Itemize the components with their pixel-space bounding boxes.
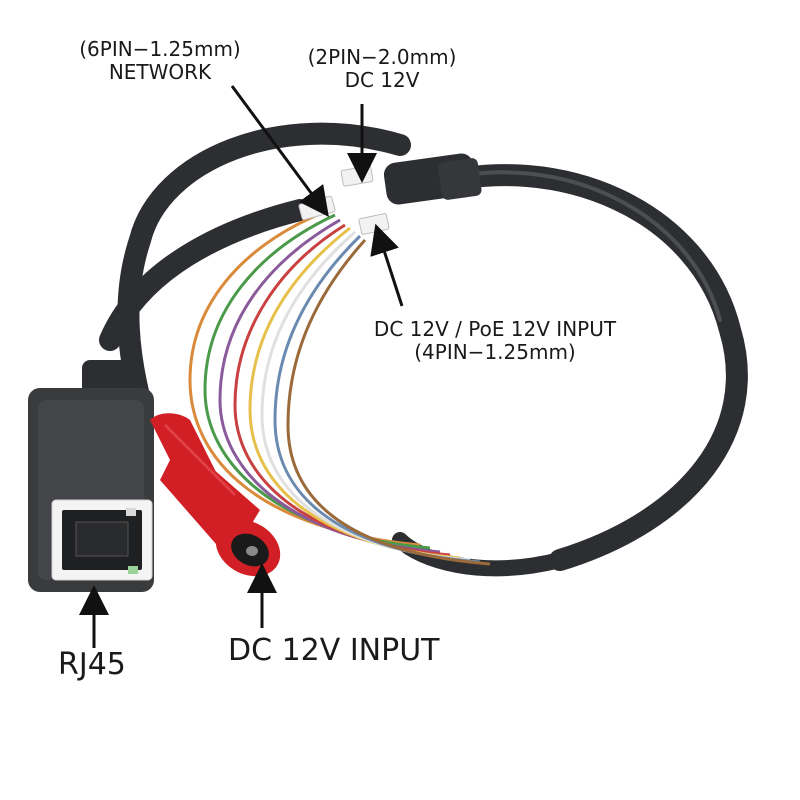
arrow-network	[230, 85, 329, 218]
dc-jack	[150, 413, 281, 577]
cable-highlight	[438, 170, 722, 322]
poe-pin-label: (4PIN−1.25mm)	[414, 340, 576, 364]
connector-4pin	[358, 213, 390, 235]
rj45-connector	[28, 360, 154, 592]
wire-bundle	[188, 208, 491, 566]
cable-loop-inner	[117, 122, 411, 411]
network-label: NETWORK	[108, 60, 212, 84]
dc-input-label: DC 12V INPUT	[228, 633, 440, 668]
dc-label-group: (2PIN−2.0mm) DC 12V	[292, 46, 472, 92]
cable-loop-outer	[419, 164, 748, 571]
poe-input-label: DC 12V / PoE 12V INPUT	[373, 317, 617, 341]
dc-pin-label: (2PIN−2.0mm)	[307, 45, 457, 69]
arrow-poe-input	[370, 223, 404, 307]
dc-12v-label: DC 12V	[344, 68, 420, 92]
cable-boot-ribs	[438, 158, 482, 200]
cable-to-rj45	[99, 199, 311, 351]
rj45-label: RJ45	[58, 647, 126, 682]
connector-2pin	[340, 165, 374, 187]
network-label-group: (6PIN−1.25mm) NETWORK	[60, 38, 260, 84]
network-pin-label: (6PIN−1.25mm)	[79, 37, 241, 61]
poe-label-group: DC 12V / PoE 12V INPUT (4PIN−1.25mm)	[330, 318, 660, 364]
